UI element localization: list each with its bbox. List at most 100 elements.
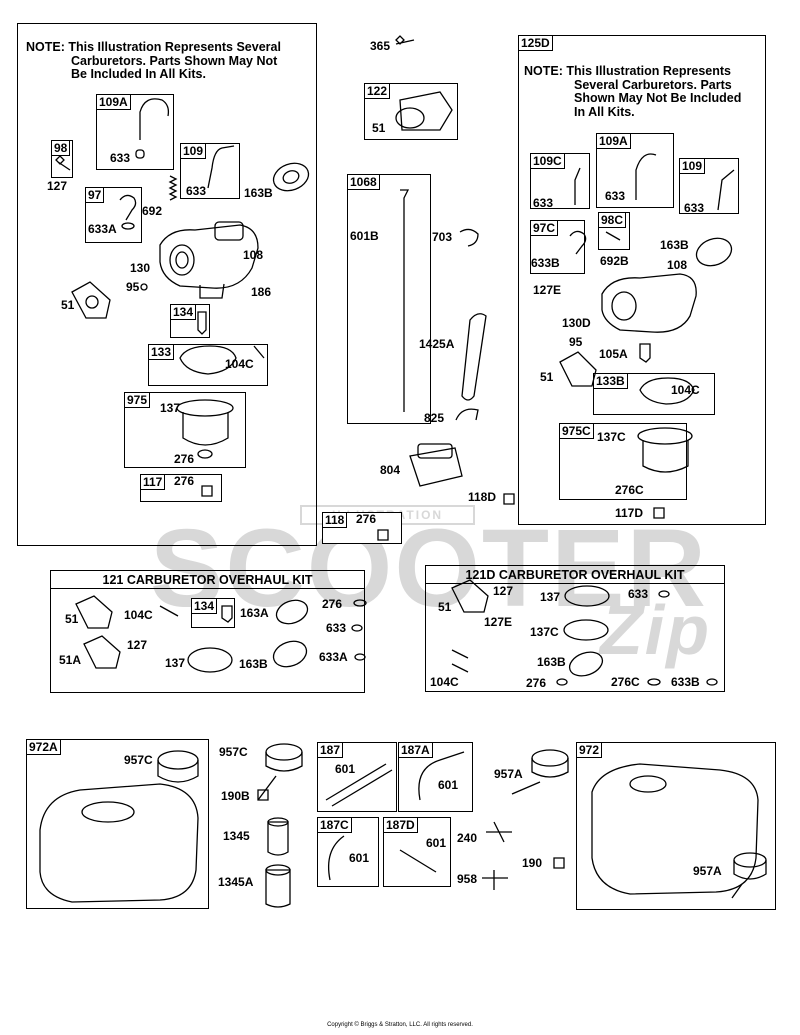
carb-note-line2: Carburetors. Parts Shown May Not [71,53,278,68]
part-label: 633 [628,587,649,601]
carb-note-line3: Be Included In All Kits. [71,67,206,81]
o-ring-icon [354,653,366,661]
gasket-icon [568,651,604,677]
part-tag: 109C [530,153,565,169]
part-tag: 187 [317,742,344,758]
carb125d-note: NOTE: This Illustration Represents Sever… [524,64,741,119]
part-label: 127 [127,638,148,652]
part-label: 51 [438,600,452,614]
part-tag: 972 [576,742,603,758]
part-label: 51 [540,370,554,384]
part-label: 130 [130,261,151,275]
kit-121d-title: 121D CARBURETOR OVERHAUL KIT [465,568,685,582]
part-tag: 187D [383,817,418,833]
bowl-gasket-icon [197,449,213,459]
part-label: 276 [526,676,547,690]
part-label: 633 [186,184,207,198]
part-tag: 133 [148,344,175,360]
part-box-187c: 187C [317,817,379,887]
part-label: 163B [660,238,689,252]
kit-121-divider [51,588,364,589]
part-label: 601 [438,778,459,792]
kit-121-title: 121 CARBURETOR OVERHAUL KIT [102,573,313,587]
fuel-pipe-icon [207,145,235,189]
part-label: 240 [457,831,478,845]
part-label: 276 [174,452,195,466]
fuel-cap-icon [531,758,569,778]
kit-121-box: 121 CARBURETOR OVERHAUL KIT 51 104C 134 … [50,570,365,693]
part-tag: 117 [140,474,166,490]
part-label: 633B [671,675,700,689]
part-label: 51 [65,612,79,626]
spacer-icon [399,91,453,131]
part-box-187: 187 [317,742,397,812]
float-pin-icon [253,345,265,359]
part-tag: 975 [124,392,151,408]
screw-icon [55,155,71,171]
part-label: 137 [540,590,561,604]
fuel-line-icon [418,751,465,801]
o-ring-icon [706,678,718,686]
part-label: 601 [335,762,356,776]
part-label: 365 [370,39,391,53]
pin-icon [159,605,179,617]
part-tag: 972A [26,739,61,755]
bolt-icon [553,857,565,869]
kit-121d-box: 121D CARBURETOR OVERHAUL KIT 51 127 137 … [425,565,725,692]
part-label: 703 [432,230,453,244]
part-tag: 109A [96,94,131,110]
elbow-icon [455,408,479,421]
bowl-icon [182,412,229,446]
part-label: 633 [684,201,705,215]
gasket-icon [559,351,597,387]
bolt-icon [653,507,665,519]
float-icon [179,345,237,375]
part-label: 163B [537,655,566,669]
part-label: 127E [533,283,562,297]
part-box-134-kit: 134 [191,598,235,628]
part-tag: 134 [191,598,218,614]
part-label: 633B [531,256,560,270]
part-label: 633 [326,621,347,635]
watermark-word: SCOOTER [150,507,708,630]
carb-bowl-icon [199,283,225,299]
part-label: 804 [380,463,401,477]
fuel-pipe-icon [635,153,657,200]
carb-note-line1: NOTE: This Illustration Represents Sever… [26,40,281,54]
carburetor-box: NOTE: This Illustration Represents Sever… [17,23,317,546]
gasket-icon [83,635,121,669]
tether-icon [511,781,541,795]
screw-icon [140,283,148,291]
part-box-972a: 972A [26,739,209,909]
carb-note: NOTE: This Illustration Represents Sever… [26,40,281,82]
choke-knob-icon [119,194,137,221]
fuel-filter-icon [267,821,289,856]
tank-neck-icon [81,801,135,823]
carb125d-note-line4: In All Kits. [574,104,635,119]
part-label: 692 [142,204,163,218]
fuel-filter-top-icon [267,817,289,827]
fuel-tank-icon [39,783,199,903]
part-label: 163A [240,606,269,620]
part-label: 117D [615,506,644,520]
bowl-rim-icon [637,427,693,445]
part-label: 825 [424,411,445,425]
part-tag: 97 [85,187,105,203]
part-box-109: 109 [180,143,240,199]
gasket-icon [75,595,113,629]
pin-icon [451,649,469,673]
gasket-hole-icon [85,295,99,309]
tether-icon [257,775,277,801]
part-box-109a-r: 109A [596,133,674,208]
part-label: 601 [349,851,370,865]
gasket-icon [695,237,733,267]
choke-rod-icon [400,189,410,412]
fuel-cap-icon [157,750,199,770]
part-label: 108 [243,248,264,262]
screw-icon [605,231,621,241]
tank-neck-icon [629,775,667,793]
part-label: 633A [319,650,348,664]
bowl-rim-icon [176,399,234,417]
fuel-pipe-icon [139,98,170,140]
o-ring-icon [353,599,367,607]
